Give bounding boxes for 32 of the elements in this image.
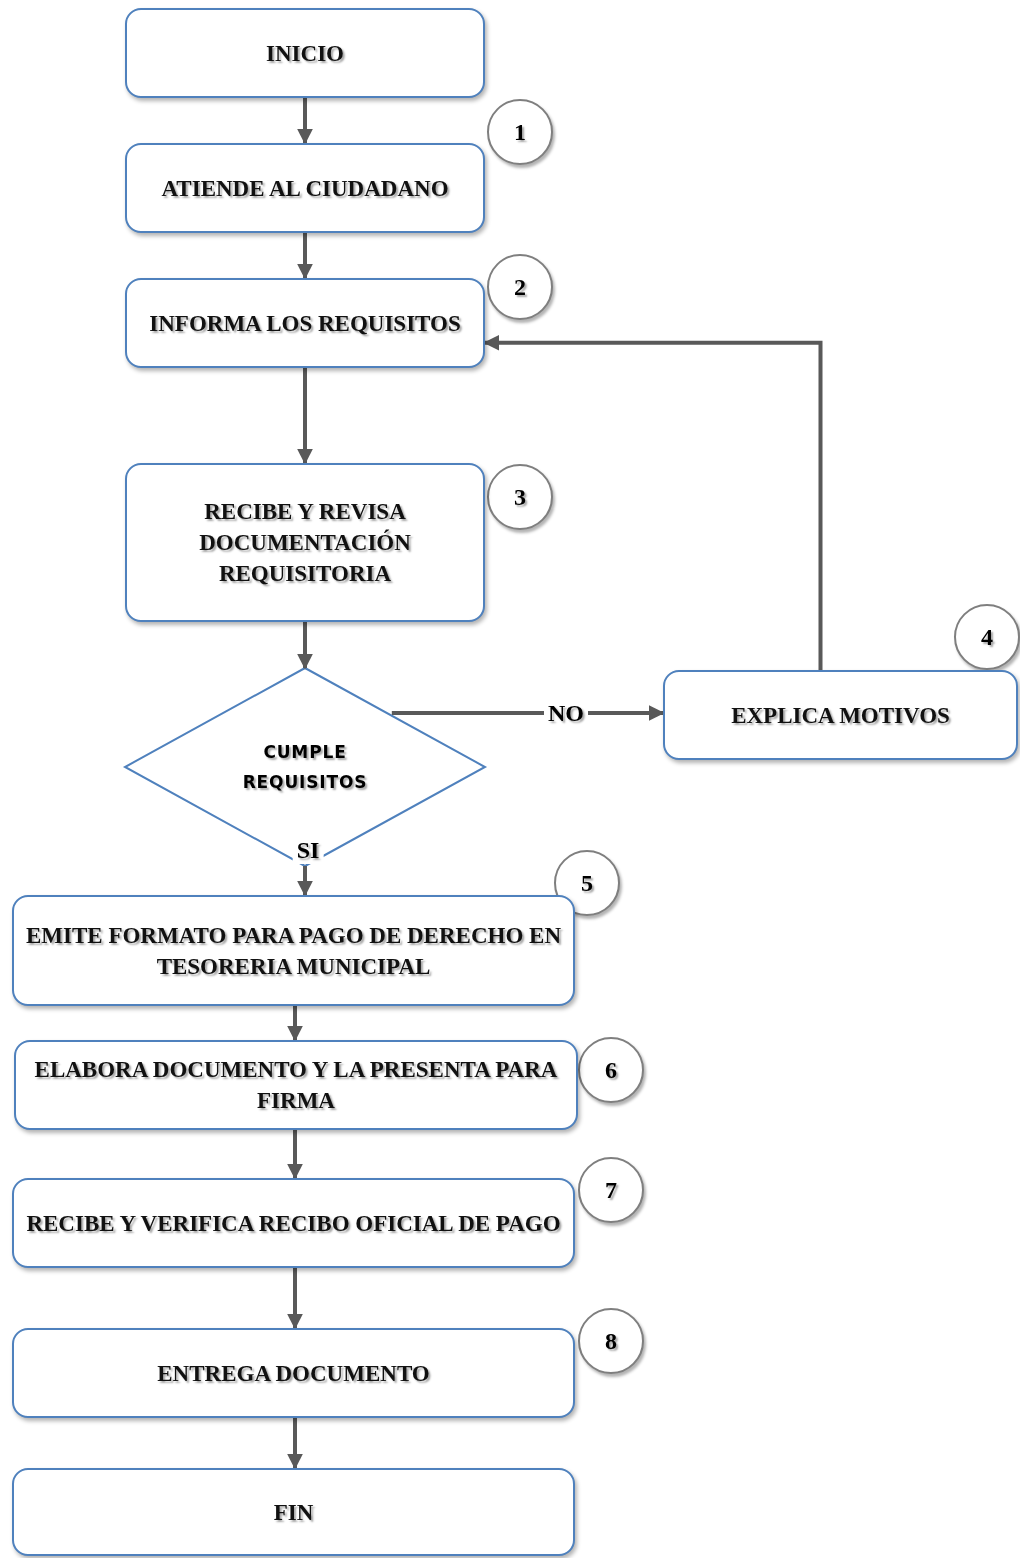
arrow (287, 1130, 303, 1180)
step-text: EXPLICA MOTIVOS (731, 701, 950, 730)
process-box (125, 278, 485, 368)
process-box (125, 8, 485, 98)
arrow (391, 705, 665, 721)
step-text: ATIENDE AL CIUDADANO (161, 174, 449, 203)
process-box (663, 670, 1018, 760)
process-box (125, 463, 485, 622)
arrow (297, 233, 313, 280)
arrow (287, 1418, 303, 1470)
step-text: FIN (273, 1498, 314, 1527)
process-box (14, 1040, 578, 1130)
step-text: ELABORA DOCUMENTO Y LA PRESENTA PARA FIRMA (33, 1056, 559, 1115)
step-text: EMITE FORMATO PARA PAGO DE DERECHO EN TESORERIA MUNICIPAL (26, 921, 561, 981)
step-text: INICIO (266, 39, 344, 68)
step-text: INFORMA LOS REQUISITOS (149, 309, 461, 338)
step-text: ENTREGA DOCUMENTO (157, 1359, 430, 1388)
process-box (125, 143, 485, 233)
step-text: RECIBE Y VERIFICA RECIBO OFICIAL DE PAGO (26, 1209, 561, 1238)
arrow (297, 622, 313, 670)
process-box (12, 1468, 575, 1556)
arrow (297, 368, 313, 465)
arrow (297, 98, 313, 145)
decision-text: CUMPLE REQUISITOS (241, 741, 369, 794)
process-box (12, 895, 575, 1006)
arrow (287, 1006, 303, 1042)
process-box (12, 1328, 575, 1418)
arrow (287, 1268, 303, 1330)
arrow (483, 334, 823, 670)
arrow (297, 866, 313, 897)
process-box (12, 1178, 575, 1268)
step-text: RECIBE Y REVISA DOCUMENTACIÓN REQUISITORIA (198, 498, 412, 588)
